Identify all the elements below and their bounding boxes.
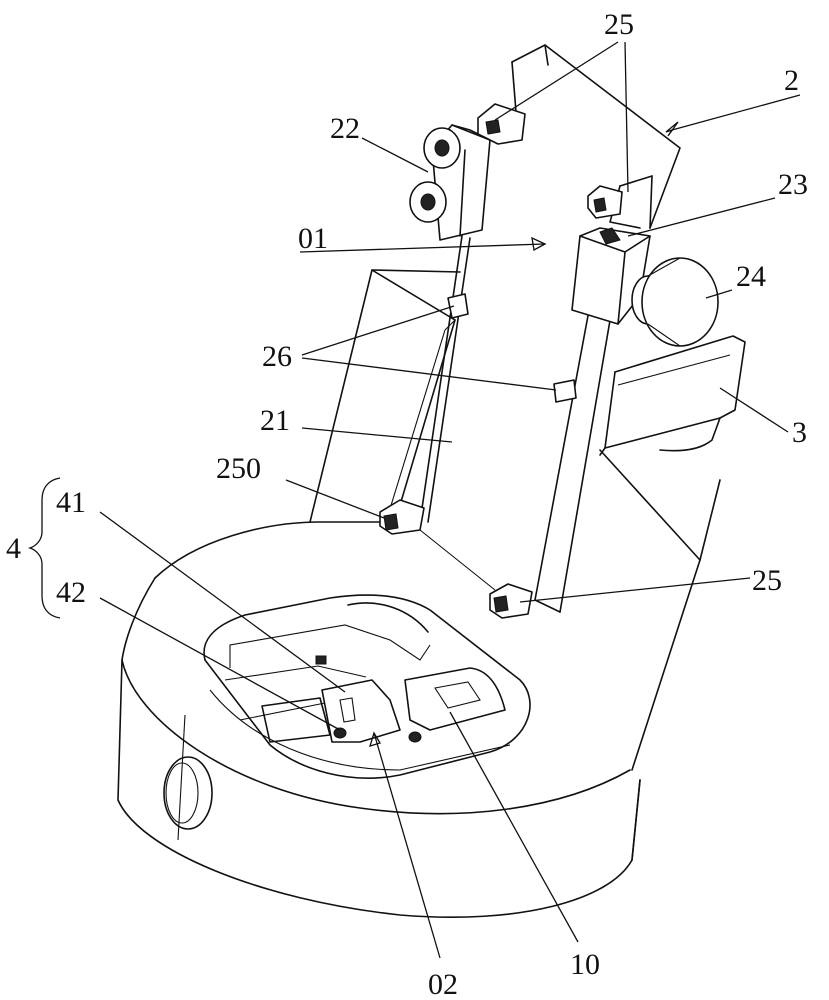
stop-26-a	[447, 293, 469, 319]
clamp-23	[571, 227, 651, 325]
label-26: 26	[262, 340, 292, 373]
side-hole	[163, 756, 213, 830]
label-42: 42	[56, 576, 86, 609]
block-41	[321, 679, 401, 743]
pin-a	[315, 655, 327, 665]
pin-c	[333, 727, 347, 739]
tray-assembly	[203, 594, 531, 779]
label-3: 3	[792, 416, 807, 449]
label-22: 22	[330, 112, 360, 145]
label-23: 23	[778, 168, 808, 201]
label-24: 24	[736, 260, 766, 293]
base-cylinder	[117, 521, 701, 918]
clamp-22	[409, 124, 491, 523]
stops	[379, 103, 623, 619]
leader-lines	[27, 41, 801, 959]
pin-b	[408, 731, 422, 743]
pad-10	[404, 667, 506, 731]
label-4: 4	[6, 532, 21, 565]
knob-24	[631, 257, 719, 347]
reference-labels: 25 2 22 23 01 24 26 3 21 250 4 41 42 25 …	[6, 8, 808, 1000]
stop-26-b	[553, 379, 577, 403]
label-02: 02	[428, 968, 458, 1000]
label-25-bottom: 25	[752, 564, 782, 597]
label-01: 01	[298, 222, 328, 255]
label-21: 21	[260, 404, 290, 437]
support-3	[599, 335, 746, 456]
label-2: 2	[784, 64, 799, 97]
stop-25-top-left	[477, 103, 526, 145]
label-41: 41	[56, 486, 86, 519]
label-25-top: 25	[604, 8, 634, 41]
label-250: 250	[216, 452, 261, 485]
label-10: 10	[570, 948, 600, 981]
